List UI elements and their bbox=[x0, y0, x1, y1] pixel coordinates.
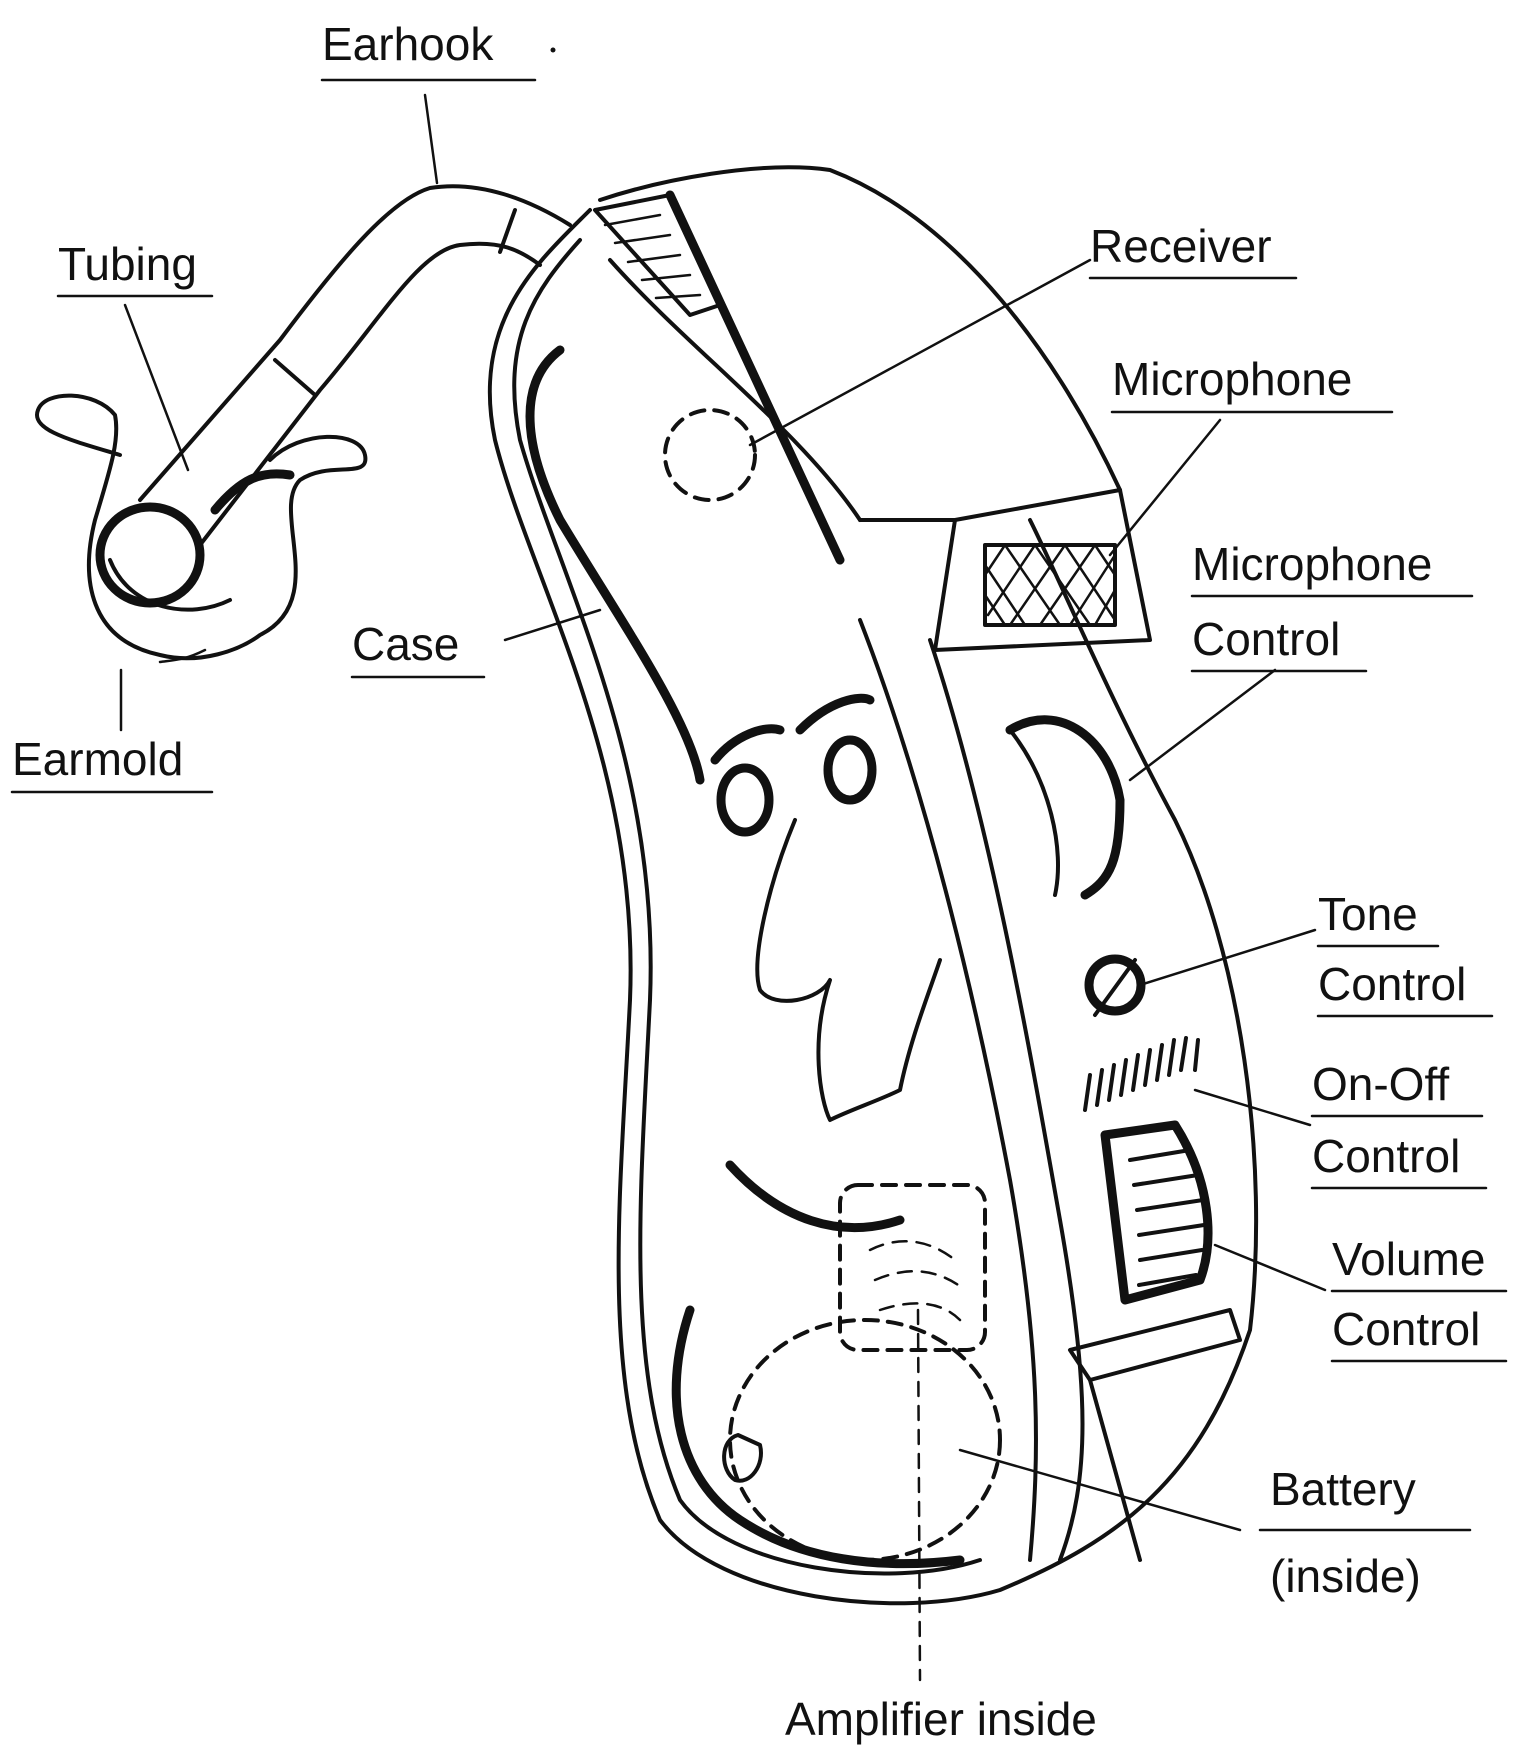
label-tone-control-1: Tone bbox=[1318, 888, 1418, 940]
microphone-grille bbox=[985, 545, 1115, 625]
label-tubing: Tubing bbox=[58, 238, 197, 290]
label-microphone-control-2: Control bbox=[1192, 613, 1340, 665]
label-battery-1: Battery bbox=[1270, 1463, 1416, 1515]
label-volume-control-1: Volume bbox=[1332, 1233, 1485, 1285]
label-earhook: Earhook bbox=[322, 18, 494, 70]
volume-control-wheel bbox=[1105, 1125, 1208, 1300]
microphone-control-wheel bbox=[1010, 720, 1120, 895]
label-receiver: Receiver bbox=[1090, 220, 1272, 272]
tone-control-knob bbox=[1089, 959, 1141, 1015]
case-face bbox=[715, 698, 940, 1227]
label-onoff-control-2: Control bbox=[1312, 1130, 1460, 1182]
label-volume-control-2: Control bbox=[1332, 1303, 1480, 1355]
label-microphone-control-1: Microphone bbox=[1192, 538, 1432, 590]
label-earmold: Earmold bbox=[12, 733, 183, 785]
label-tone-control-2: Control bbox=[1318, 958, 1466, 1010]
earhook-tubing-drawing bbox=[140, 186, 570, 545]
label-battery-2: (inside) bbox=[1270, 1550, 1421, 1602]
label-onoff-control-1: On-Off bbox=[1312, 1058, 1449, 1110]
diagram-labels: Earhook Tubing Earmold Case Receiver Mic… bbox=[12, 18, 1506, 1745]
label-microphone: Microphone bbox=[1112, 353, 1352, 405]
label-amplifier: Amplifier inside bbox=[785, 1693, 1097, 1745]
earhook-dot bbox=[551, 48, 556, 53]
earmold-drawing bbox=[37, 396, 365, 662]
label-case: Case bbox=[352, 618, 459, 670]
internal-parts bbox=[665, 410, 1000, 1680]
onoff-control-switch bbox=[1085, 1038, 1198, 1110]
